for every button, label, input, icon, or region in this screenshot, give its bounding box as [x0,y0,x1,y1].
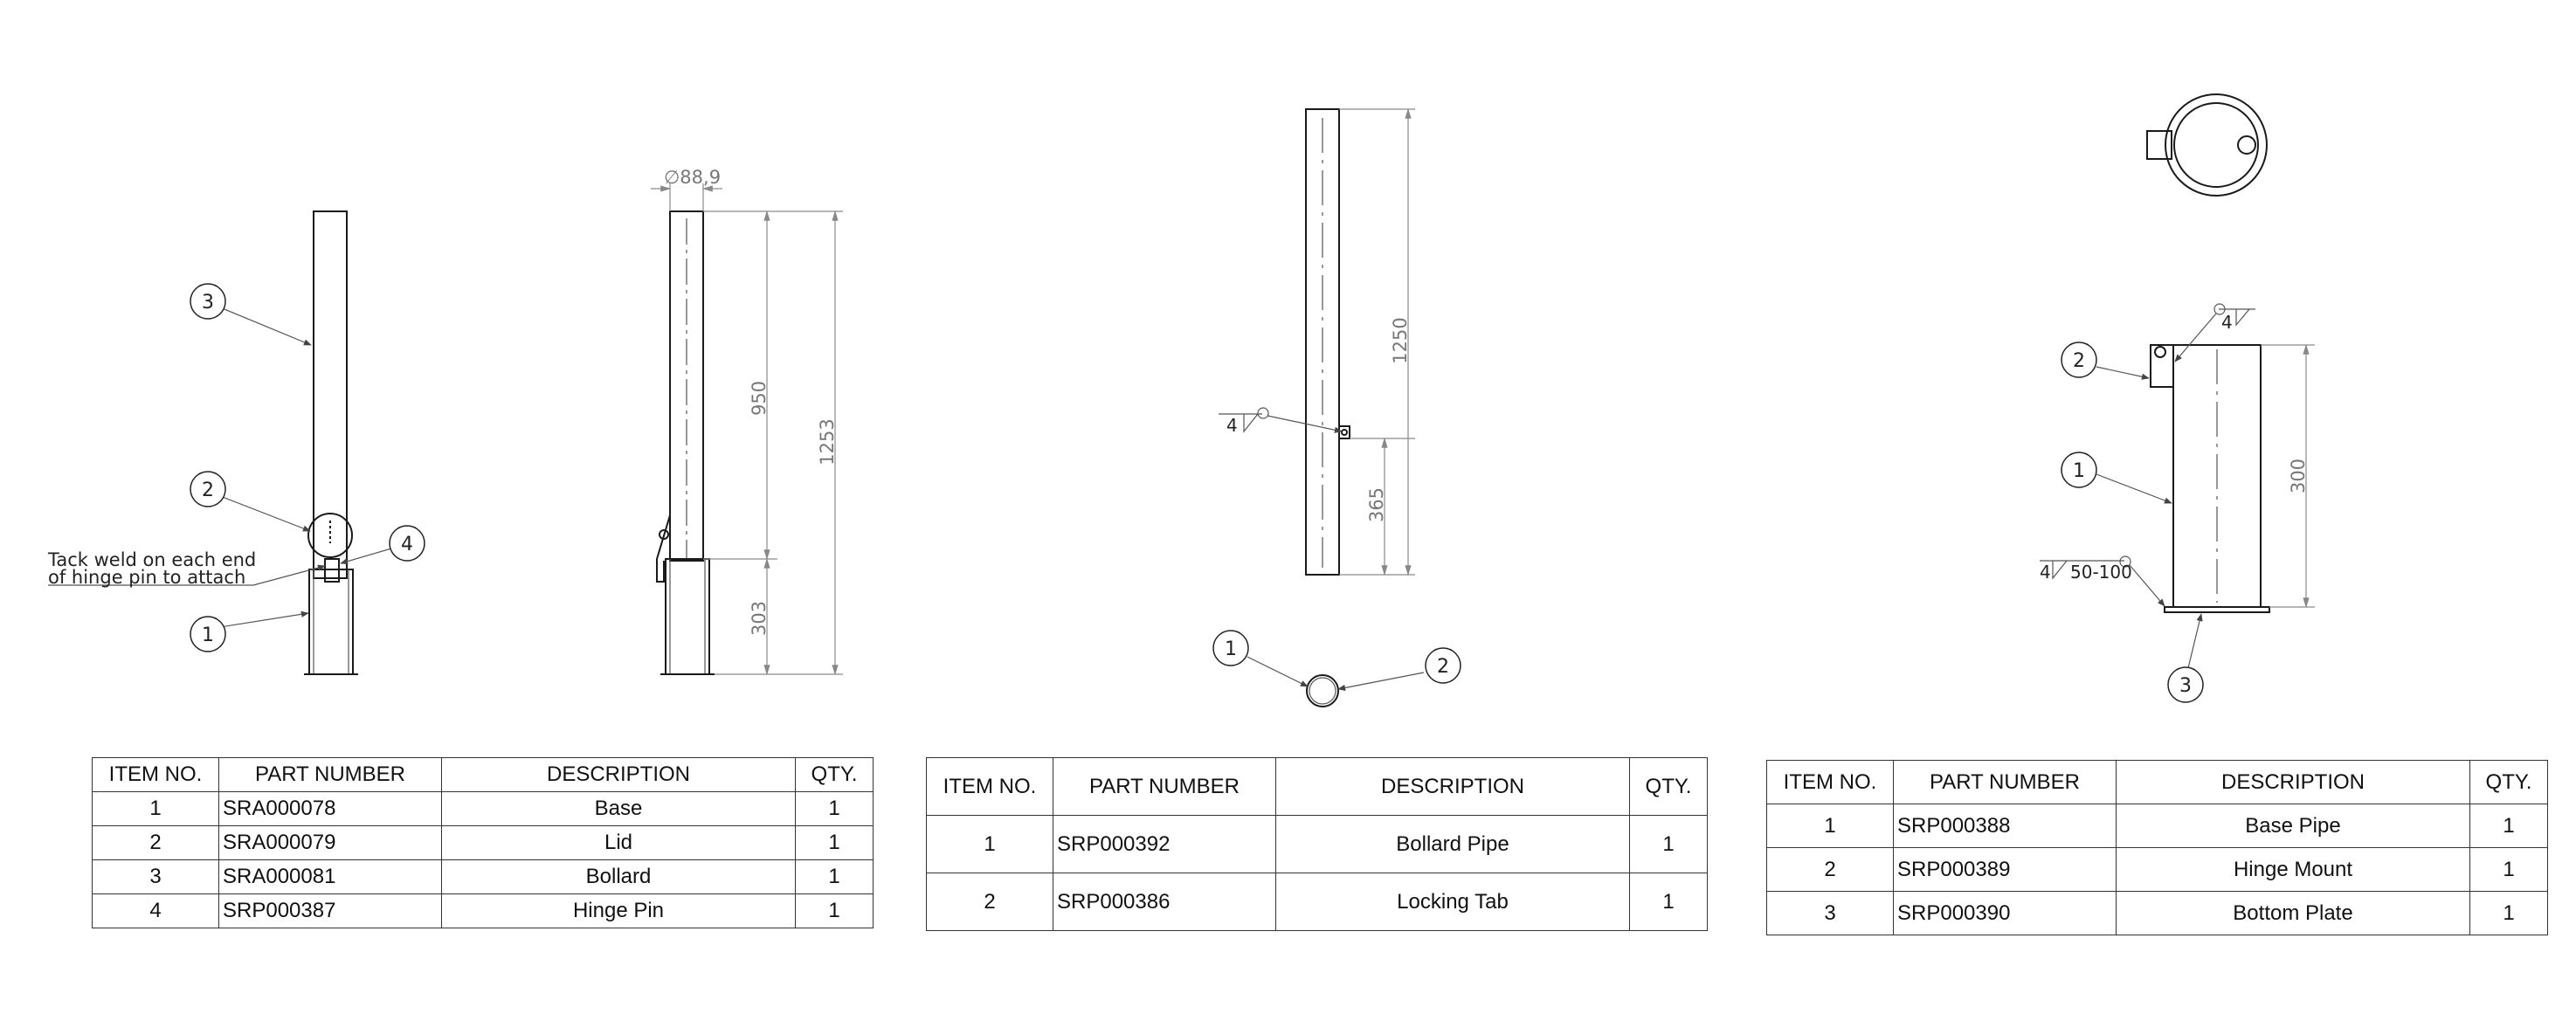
balloon-base-1: 1 [2061,452,2097,488]
svg-text:4: 4 [1226,415,1238,436]
dim-365: 365 [1366,487,1387,522]
svg-text:3: 3 [2179,675,2192,697]
weld-note-line1: Tack weld on each end [47,549,256,570]
weld-symbol-bollard: 4 [1219,407,1343,436]
col-description: DESCRIPTION [1275,757,1630,816]
svg-text:1: 1 [202,624,214,646]
balloon-bollard-2: 2 [1425,647,1461,684]
balloon-1: 1 [190,616,226,652]
side-lid [656,514,671,583]
bollard-pipe-long-outline [1305,108,1340,576]
svg-text:50-100: 50-100 [2070,562,2132,583]
svg-text:1: 1 [2073,460,2085,482]
hinge-mount [2150,344,2174,388]
col-qty: QTY. [1629,757,1708,816]
balloon-2: 2 [190,471,226,507]
svg-text:4: 4 [401,534,413,555]
balloon-bollard-1: 1 [1212,630,1249,666]
bollard-end-view [1306,674,1339,707]
side-view: ∅88,9 950 303 1253 [651,167,843,676]
dim-950: 950 [749,381,770,416]
col-description: DESCRIPTION [441,757,796,792]
side-bollard-outline [669,210,704,562]
svg-text:2: 2 [2073,350,2085,372]
bollard-view: 1250 365 4 1 2 [1212,107,1461,707]
svg-text:2: 2 [1437,656,1449,678]
locking-tab [1338,425,1350,439]
base-pipe-outline [308,569,354,675]
dim-diameter: ∅88,9 [664,167,721,188]
col-item-no: ITEM NO. [92,757,219,792]
svg-text:4: 4 [2221,312,2233,333]
col-description: DESCRIPTION [2116,760,2470,804]
weld-note-line2: of hinge pin to attach [48,567,245,588]
assembly-view: 3 2 4 1 Tack weld on each end of hinge p… [47,210,425,675]
dim-1250: 1250 [1390,317,1411,363]
weld-symbol-bottom: 4 50-100 [2040,555,2165,607]
col-item-no: ITEM NO. [1766,760,1894,804]
col-part-number: PART NUMBER [1893,760,2117,804]
col-qty: QTY. [2469,760,2548,804]
weld-symbol-top: 4 [2174,303,2255,362]
col-part-number: PART NUMBER [1053,757,1276,816]
lid-disc [307,513,353,558]
col-qty: QTY. [795,757,874,792]
dim-303: 303 [749,601,770,636]
svg-text:1: 1 [1225,638,1237,660]
dim-300: 300 [2288,459,2309,493]
base-top-view-outer [2165,93,2268,197]
balloon-base-3: 3 [2167,666,2204,703]
balloon-4: 4 [389,525,425,562]
balloon-base-2: 2 [2061,341,2097,378]
svg-text:4: 4 [2040,562,2051,583]
svg-text:2: 2 [202,479,214,501]
bollard-pipe-outline [313,210,348,579]
dim-1253: 1253 [817,418,838,465]
bottom-plate [2164,606,2270,613]
col-item-no: ITEM NO. [926,757,1053,816]
base-view: 300 4 4 50-100 2 1 [2040,93,2315,703]
balloon-3: 3 [190,283,226,320]
side-base-outline [665,558,710,675]
col-part-number: PART NUMBER [218,757,442,792]
svg-text:3: 3 [202,292,214,314]
